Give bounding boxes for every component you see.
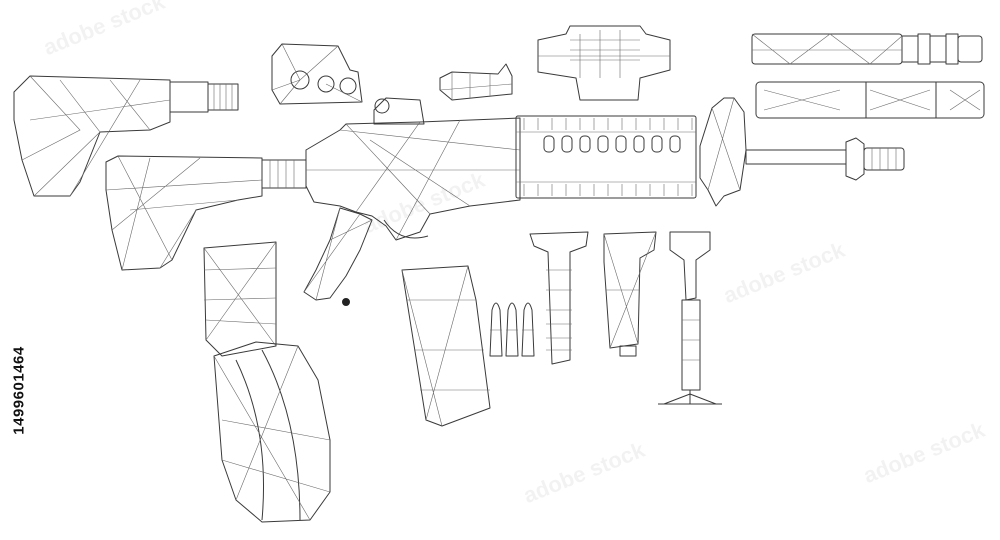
standard-magazine [401, 265, 491, 427]
extended-magazine [203, 241, 331, 523]
bipod [658, 231, 722, 405]
rear-sight [439, 63, 513, 101]
angled-foregrip [603, 231, 657, 357]
upper-stock [13, 75, 239, 197]
holographic-sight [271, 43, 363, 105]
cartridges [489, 302, 535, 357]
rifle-main [105, 97, 905, 306]
suppressor-top [751, 33, 983, 65]
rail-scope [537, 25, 671, 101]
vertical-foregrip [529, 231, 589, 365]
stock-id-label: 1499601464 [6, 290, 32, 490]
handguard-slots [543, 135, 681, 153]
suppressor-vented [755, 81, 985, 119]
stock-id-text: 1499601464 [10, 345, 28, 435]
